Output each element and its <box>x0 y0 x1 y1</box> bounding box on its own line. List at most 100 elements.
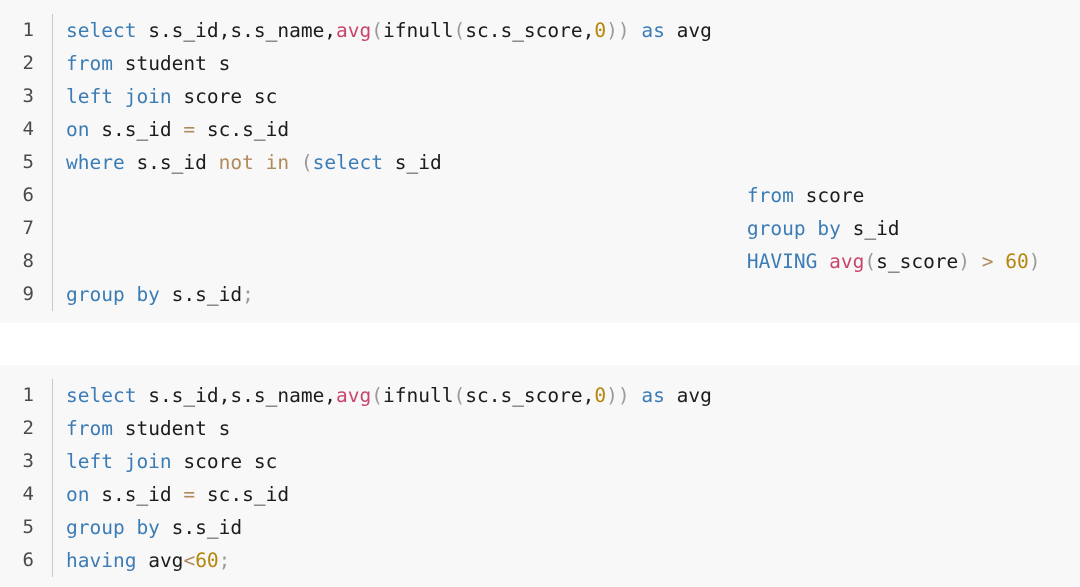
code-line-text[interactable]: select s.s_id,s.s_name,avg(ifnull(sc.s_s… <box>53 379 712 412</box>
code-line[interactable]: 2 from student s <box>0 47 1080 80</box>
code-line-text[interactable]: from student s <box>53 412 230 445</box>
code-line-text[interactable]: group by s.s_id; <box>53 278 254 311</box>
token-keyword: from <box>746 184 794 207</box>
code-line-text[interactable]: from student s <box>53 47 230 80</box>
code-line-text[interactable]: select s.s_id,s.s_name,avg(ifnull(sc.s_s… <box>53 14 712 47</box>
token-plain: avg <box>676 384 712 407</box>
line-number: 6 <box>22 549 34 571</box>
token-plain <box>66 250 747 273</box>
line-number: 5 <box>22 516 34 538</box>
code-line-text[interactable]: left join score sc <box>53 445 277 478</box>
token-punct: ; <box>242 283 254 306</box>
token-keyword: as <box>641 19 665 42</box>
token-punct: ( <box>453 384 466 407</box>
code-line[interactable]: 8 HAVING avg(s_score) > 60) <box>0 245 1080 278</box>
token-plain: score <box>793 184 865 207</box>
code-line[interactable]: 5 group by s.s_id <box>0 511 1080 544</box>
code-line-text[interactable]: having avg<60; <box>53 544 230 577</box>
token-plain: ifnull <box>383 384 454 407</box>
token-plain <box>665 19 677 42</box>
token-plain: sc.s_id <box>195 483 290 506</box>
token-plain: student s <box>112 417 231 440</box>
code-line-text[interactable]: where s.s_id not in (select s_id <box>53 146 442 179</box>
token-function: avg <box>336 19 372 42</box>
token-keyword: as <box>641 384 665 407</box>
token-operator: = <box>183 483 196 506</box>
token-keyword: where <box>66 151 125 174</box>
token-keyword: having <box>66 549 137 572</box>
token-plain <box>289 151 301 174</box>
token-plain <box>136 384 148 407</box>
code-line[interactable]: 6 from score <box>0 179 1080 212</box>
code-line-text[interactable]: on s.s_id = sc.s_id <box>53 478 289 511</box>
token-plain <box>970 250 982 273</box>
line-number: 5 <box>22 151 34 173</box>
line-number: 2 <box>22 52 34 74</box>
token-keyword: group by <box>66 283 160 306</box>
code-line-text[interactable]: group by s.s_id <box>53 511 242 544</box>
token-plain: s.s_id <box>159 283 243 306</box>
token-punct: ) <box>958 250 971 273</box>
token-keyword: select <box>66 19 137 42</box>
token-plain <box>136 549 148 572</box>
token-plain <box>817 250 829 273</box>
code-line[interactable]: 4 on s.s_id = sc.s_id <box>0 478 1080 511</box>
token-punct: ( <box>371 384 384 407</box>
token-punct: ; <box>218 549 231 572</box>
gutter-divider <box>52 212 53 245</box>
token-keyword: group by <box>746 217 841 240</box>
token-keyword: select <box>312 151 384 174</box>
token-keyword: from <box>66 52 113 75</box>
line-number: 4 <box>22 483 34 505</box>
token-plain <box>66 184 747 207</box>
token-plain <box>630 384 642 407</box>
token-plain: s.s_id,s.s_name, <box>148 19 337 42</box>
token-plain: s.s_id <box>159 516 243 539</box>
token-punct: ( <box>453 19 466 42</box>
token-plain: sc.s_id <box>195 118 290 141</box>
token-plain: score sc <box>171 85 278 108</box>
token-number: 0 <box>594 19 607 42</box>
line-number: 7 <box>22 217 34 239</box>
token-plain: s_id <box>383 151 442 174</box>
token-plain: s_score <box>876 250 959 273</box>
gutter-divider <box>52 146 53 179</box>
gutter-divider <box>52 278 53 311</box>
gutter-divider <box>52 379 53 412</box>
token-punct: )) <box>606 19 630 42</box>
token-plain: s_id <box>840 217 900 240</box>
code-line-text[interactable]: group by s_id <box>53 212 900 245</box>
code-line-text[interactable]: HAVING avg(s_score) > 60) <box>53 245 1041 278</box>
token-plain <box>66 217 747 240</box>
token-plain: avg <box>676 19 712 42</box>
line-number: 8 <box>22 250 34 272</box>
token-keyword: from <box>66 417 113 440</box>
token-punct: ) <box>1028 250 1041 273</box>
gutter-divider <box>52 511 53 544</box>
token-punct: ( <box>864 250 877 273</box>
token-plain: s.s_id <box>124 151 219 174</box>
token-plain: student s <box>112 52 231 75</box>
token-operator: > <box>981 250 994 273</box>
line-number: 1 <box>22 19 34 41</box>
code-line[interactable]: 5 where s.s_id not in (select s_id <box>0 146 1080 179</box>
token-number: 0 <box>594 384 607 407</box>
code-line[interactable]: 7 group by s_id <box>0 212 1080 245</box>
token-number: 60 <box>1005 250 1029 273</box>
code-line[interactable]: 6 having avg<60; <box>0 544 1080 577</box>
token-plain <box>994 250 1006 273</box>
token-function: avg <box>336 384 372 407</box>
code-line-text[interactable]: on s.s_id = sc.s_id <box>53 113 289 146</box>
code-line-text[interactable]: left join score sc <box>53 80 277 113</box>
block-separator <box>0 323 1080 365</box>
code-line-text[interactable]: from score <box>53 179 864 212</box>
